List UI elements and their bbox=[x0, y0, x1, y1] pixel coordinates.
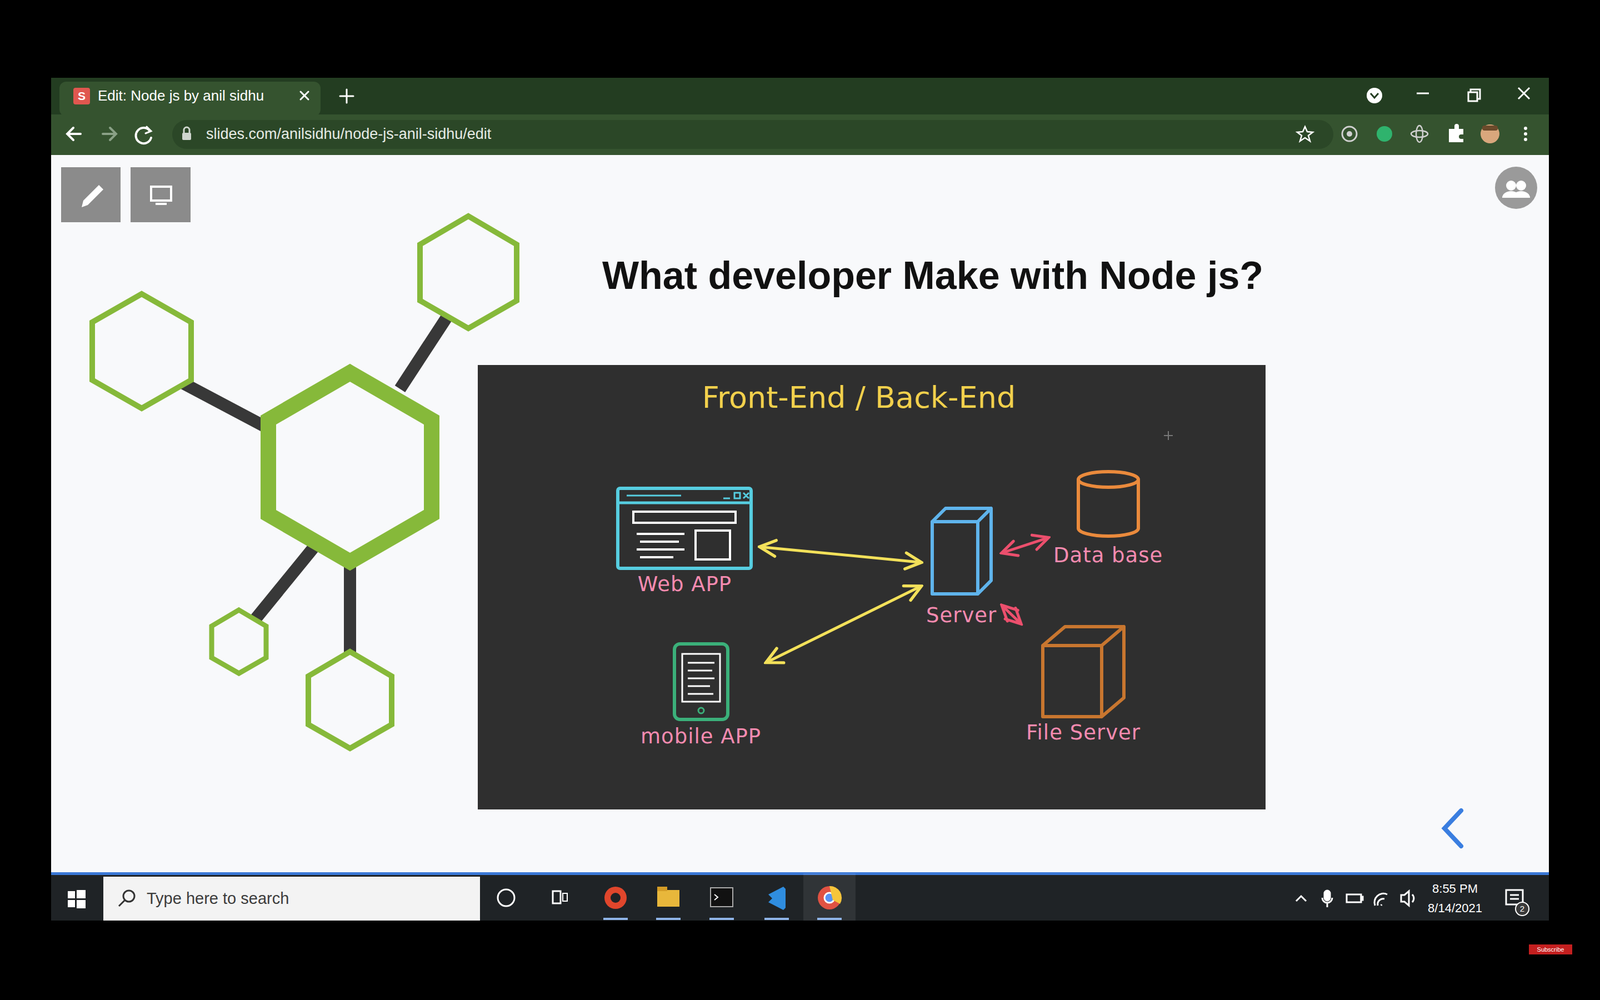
icon-node: Data base bbox=[1053, 468, 1163, 568]
slide-title: What developer Make with Node js? bbox=[602, 253, 1264, 299]
extension-icons bbox=[1342, 123, 1528, 144]
node-label: Server bbox=[926, 603, 997, 628]
search-placeholder: Type here to search bbox=[146, 889, 289, 908]
molecule-illustration bbox=[92, 216, 517, 749]
address-field bbox=[172, 120, 1334, 149]
search-box bbox=[103, 876, 480, 921]
star-icon bbox=[1297, 126, 1313, 142]
connector-arrow bbox=[760, 546, 921, 563]
icon-node: Server bbox=[926, 505, 997, 628]
slide-area bbox=[51, 155, 1549, 874]
subscribe-text: Subscribe bbox=[1537, 946, 1565, 954]
node-label: Data base bbox=[1053, 543, 1163, 568]
db-icon bbox=[1074, 468, 1143, 540]
lock-icon bbox=[182, 127, 192, 140]
nav-buttons bbox=[67, 126, 152, 144]
mobile-icon bbox=[670, 640, 733, 723]
badge-count: 2 bbox=[1520, 903, 1525, 914]
active-tab bbox=[59, 81, 321, 117]
editor-buttons bbox=[61, 166, 1538, 223]
icon-node: mobile APP bbox=[640, 640, 762, 749]
taskbar-edge bbox=[51, 872, 1549, 875]
taskbar bbox=[51, 873, 1549, 921]
node-label: mobile APP bbox=[640, 725, 762, 749]
icon-node: File Server bbox=[1026, 623, 1141, 745]
board-heading: Front-End / Back-End bbox=[702, 380, 1016, 415]
connector-arrow bbox=[766, 586, 921, 663]
chalkboard bbox=[477, 365, 1266, 810]
clock-time: 8:55 PM bbox=[1432, 881, 1478, 896]
icon-node: Web APP bbox=[614, 482, 755, 597]
favicon-letter: S bbox=[77, 89, 86, 103]
favicon bbox=[73, 87, 90, 105]
file-icon bbox=[1038, 623, 1129, 720]
node-label: Web APP bbox=[637, 572, 732, 597]
connector-arrow bbox=[1002, 537, 1048, 553]
tab-title: Edit: Node js by anil sidhu bbox=[97, 87, 264, 105]
clock-date: 8/14/2021 bbox=[1427, 901, 1483, 915]
window-controls bbox=[1366, 87, 1530, 104]
cursor-plus bbox=[1163, 431, 1173, 440]
toolbar bbox=[51, 114, 1549, 155]
web-icon bbox=[614, 482, 755, 572]
subscribe-button bbox=[1528, 944, 1573, 955]
tab-controls bbox=[300, 89, 354, 103]
prev-arrow bbox=[1444, 810, 1462, 847]
url-text: slides.com/anilsidhu/node-js-anil-sidhu/… bbox=[206, 125, 492, 143]
system-tray bbox=[1296, 890, 1523, 908]
node-label: File Server bbox=[1026, 721, 1141, 745]
connector-arrow bbox=[1002, 606, 1021, 624]
start-logo bbox=[67, 890, 86, 909]
notification-badge bbox=[1515, 902, 1529, 916]
search-icon bbox=[118, 890, 135, 907]
server-icon bbox=[927, 505, 996, 598]
taskbar-icons bbox=[497, 873, 856, 921]
